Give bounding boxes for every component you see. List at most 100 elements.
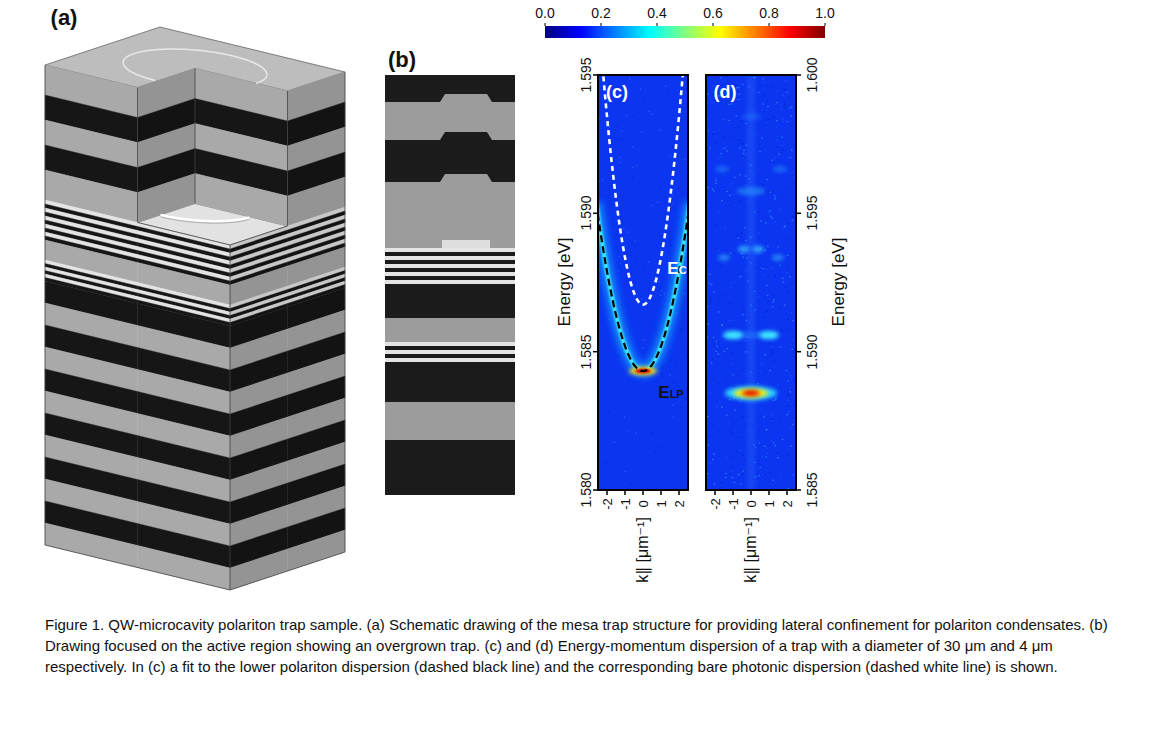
- noise-speck: [769, 471, 771, 472]
- axis-tick: 1.590: [579, 196, 593, 231]
- noise-speck: [708, 477, 710, 478]
- figure-caption: Figure 1. QW-microcavity polariton trap …: [45, 614, 1125, 677]
- curve-label: ELP: [658, 384, 683, 401]
- noise-speck: [673, 417, 675, 419]
- noise-speck: [708, 205, 710, 206]
- noise-speck: [792, 216, 794, 217]
- noise-speck: [726, 191, 728, 192]
- axis-tick-mark: [786, 490, 788, 495]
- noise-speck: [771, 347, 773, 348]
- noise-speck: [680, 328, 682, 330]
- noise-speck: [717, 354, 719, 355]
- noise-speck: [791, 150, 793, 151]
- noise-speck: [707, 264, 709, 265]
- noise-speck: [786, 232, 788, 233]
- dispersion-map: [706, 75, 796, 490]
- noise-speck: [733, 143, 735, 144]
- noise-speck: [720, 402, 722, 403]
- colorbar-tick: 0.2: [591, 6, 610, 20]
- noise-speck: [789, 187, 791, 188]
- colorbar-tick-mark: [769, 23, 770, 26]
- noise-speck: [766, 122, 768, 123]
- noise-speck: [720, 354, 722, 355]
- noise-speck: [727, 348, 729, 349]
- noise-speck: [762, 185, 764, 186]
- noise-speck: [771, 349, 773, 350]
- noise-speck: [651, 205, 653, 207]
- noise-speck: [676, 312, 678, 314]
- block-edge: [45, 545, 345, 590]
- noise-speck: [726, 172, 728, 173]
- noise-speck: [734, 409, 736, 410]
- noise-speck: [670, 245, 672, 247]
- layer-face: [138, 546, 231, 591]
- noise-speck: [791, 312, 793, 313]
- noise-speck: [778, 454, 780, 455]
- noise-speck: [776, 146, 778, 147]
- noise-speck: [708, 130, 710, 131]
- layer-band: [385, 358, 515, 495]
- trap-outline: [161, 215, 250, 221]
- noise-speck: [792, 287, 794, 288]
- noise-speck: [743, 153, 745, 154]
- noise-speck: [629, 78, 631, 80]
- noise-speck: [672, 405, 674, 407]
- noise-speck: [746, 145, 748, 146]
- colorbar-tick-mark: [601, 23, 602, 26]
- noise-speck: [707, 131, 709, 132]
- layer-band: [385, 252, 515, 495]
- noise-speck: [712, 188, 714, 189]
- noise-speck: [708, 445, 710, 446]
- noise-speck: [674, 366, 676, 368]
- axis-tick-mark: [678, 490, 680, 495]
- curve-label: EC: [667, 260, 686, 277]
- noise-speck: [667, 88, 669, 90]
- layer-band: [385, 362, 515, 495]
- noise-speck: [793, 474, 795, 475]
- noise-speck: [718, 311, 720, 312]
- noise-speck: [654, 451, 656, 453]
- noise-speck: [626, 115, 628, 117]
- noise-speck: [632, 241, 634, 243]
- noise-speck: [670, 208, 672, 210]
- face-shade: [138, 69, 196, 223]
- noise-speck: [791, 106, 793, 107]
- noise-speck: [729, 399, 731, 400]
- noise-speck: [745, 155, 747, 156]
- noise-speck: [742, 314, 744, 315]
- colorbar-tick-mark: [545, 23, 546, 26]
- noise-speck: [684, 293, 686, 295]
- noise-speck: [718, 158, 720, 159]
- noise-speck: [725, 295, 727, 296]
- noise-speck: [743, 467, 745, 468]
- noise-speck: [718, 383, 720, 384]
- noise-speck: [773, 442, 775, 443]
- noise-speck: [787, 267, 789, 268]
- noise-speck: [769, 190, 771, 191]
- noise-speck: [777, 453, 779, 454]
- noise-speck: [739, 148, 741, 149]
- noise-speck: [742, 84, 744, 85]
- noise-speck: [710, 147, 712, 148]
- noise-speck: [773, 400, 775, 401]
- block-edge: [230, 245, 231, 590]
- noise-speck: [787, 399, 789, 400]
- noise-speck: [790, 115, 792, 116]
- axis-tick: 1.590: [805, 334, 819, 369]
- noise-speck: [745, 374, 747, 375]
- noise-speck: [772, 306, 774, 307]
- colorbar-tick-mark: [825, 23, 826, 26]
- noise-speck: [656, 334, 658, 336]
- noise-speck: [715, 180, 717, 181]
- noise-speck: [744, 424, 746, 425]
- noise-speck: [784, 104, 786, 105]
- noise-speck: [782, 118, 784, 119]
- noise-speck: [640, 379, 642, 381]
- noise-speck: [707, 118, 709, 119]
- noise-speck: [760, 371, 762, 372]
- cross-section: [385, 75, 515, 495]
- noise-speck: [774, 195, 776, 196]
- axis-tick: 1.595: [805, 196, 819, 231]
- mode-emission: [741, 114, 761, 120]
- noise-speck: [678, 187, 680, 189]
